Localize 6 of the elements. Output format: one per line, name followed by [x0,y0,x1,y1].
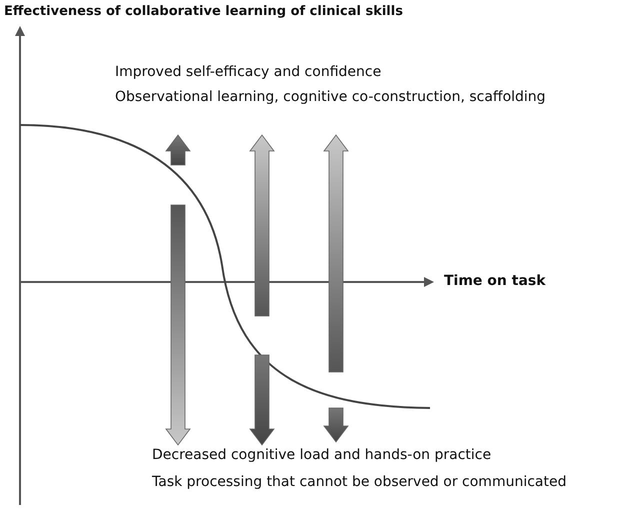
x-axis-label: Time on task [444,273,546,289]
outcome-text: Task processing that cannot be observed or communicated [152,474,566,490]
outcome-text: Decreased cognitive load and hands-on practice [152,447,492,463]
outcome-text: Observational learning, cognitive co-construction, scaffolding [115,89,546,105]
y-axis-label: Effectiveness of collaborative learning of clinical skills [4,4,403,19]
outcome-text: Improved self-efficacy and confidence [115,64,382,80]
